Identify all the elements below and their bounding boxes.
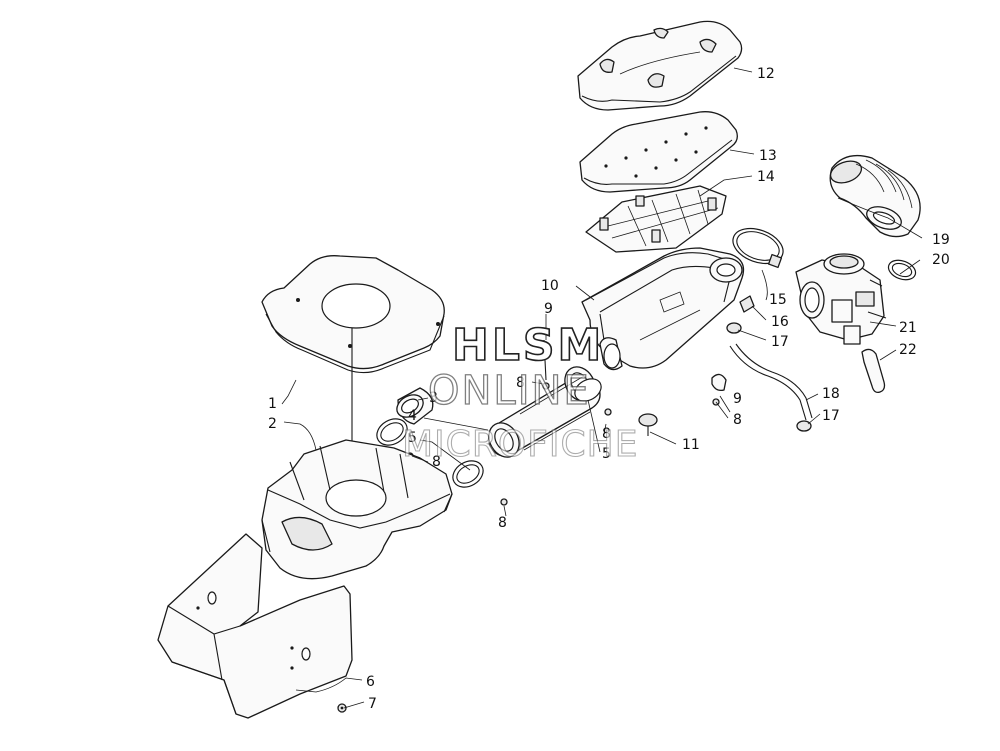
base-tray-part bbox=[261, 439, 453, 580]
air-box-cover-part bbox=[577, 20, 743, 111]
watermark-line-1: HLSM bbox=[452, 320, 604, 371]
callout-c17b: 17 bbox=[822, 408, 840, 424]
hose-clamps-part bbox=[726, 322, 812, 432]
callout-c21: 21 bbox=[899, 320, 917, 336]
carb-drain-hose-part bbox=[861, 348, 886, 394]
callout-c11: 11 bbox=[682, 437, 700, 453]
carburetor-part bbox=[795, 253, 887, 345]
retaining-clips-part bbox=[543, 339, 727, 392]
callout-c8e: 8 bbox=[733, 412, 742, 428]
callout-c8d: 8 bbox=[602, 426, 611, 442]
callout-c5b: 5 bbox=[602, 446, 611, 462]
callout-c7: 7 bbox=[368, 696, 377, 712]
callout-c6: 6 bbox=[366, 674, 375, 690]
callout-c2: 2 bbox=[268, 416, 277, 432]
bracket-part bbox=[739, 295, 755, 313]
callout-c22: 22 bbox=[899, 342, 917, 358]
callout-c20: 20 bbox=[932, 252, 950, 268]
mounting-plate-part bbox=[261, 255, 445, 478]
callout-c9b: 9 bbox=[733, 391, 742, 407]
leader-lines bbox=[281, 67, 923, 709]
coupler-part bbox=[396, 387, 434, 425]
watermark-line-3: MICROFICHE bbox=[402, 424, 638, 465]
callout-c4: 4 bbox=[408, 408, 417, 424]
heat-shield-part bbox=[157, 533, 353, 719]
callout-c18: 18 bbox=[822, 386, 840, 402]
callout-c8c: 8 bbox=[516, 375, 525, 391]
small-clamp-part bbox=[887, 259, 917, 281]
callout-c9a: 9 bbox=[544, 301, 553, 317]
callout-c5a: 5 bbox=[408, 430, 417, 446]
callout-c12: 12 bbox=[757, 66, 775, 82]
air-box-housing-part bbox=[581, 247, 745, 371]
callout-c8a: 8 bbox=[432, 454, 441, 470]
vent-hose-part bbox=[729, 343, 813, 421]
callout-c17a: 17 bbox=[771, 334, 789, 350]
callout-c10: 10 bbox=[541, 278, 559, 294]
watermark-line-2: ONLINE bbox=[428, 368, 591, 414]
callout-c14: 14 bbox=[757, 169, 775, 185]
callout-c16: 16 bbox=[771, 314, 789, 330]
grommet-part bbox=[638, 413, 658, 436]
heat-shield-bolt-part bbox=[337, 703, 347, 713]
callout-c1: 1 bbox=[268, 396, 277, 412]
large-clamp-part bbox=[732, 227, 784, 269]
callout-c8b: 8 bbox=[498, 515, 507, 531]
filter-cage-part bbox=[585, 185, 727, 253]
air-filter-part bbox=[579, 111, 738, 193]
callout-c13: 13 bbox=[759, 148, 777, 164]
callout-c3: 3 bbox=[429, 390, 438, 406]
callout-c15: 15 bbox=[769, 292, 787, 308]
intake-boot-part bbox=[829, 154, 921, 238]
callout-c19: 19 bbox=[932, 232, 950, 248]
duct-clamps-part bbox=[376, 378, 602, 488]
